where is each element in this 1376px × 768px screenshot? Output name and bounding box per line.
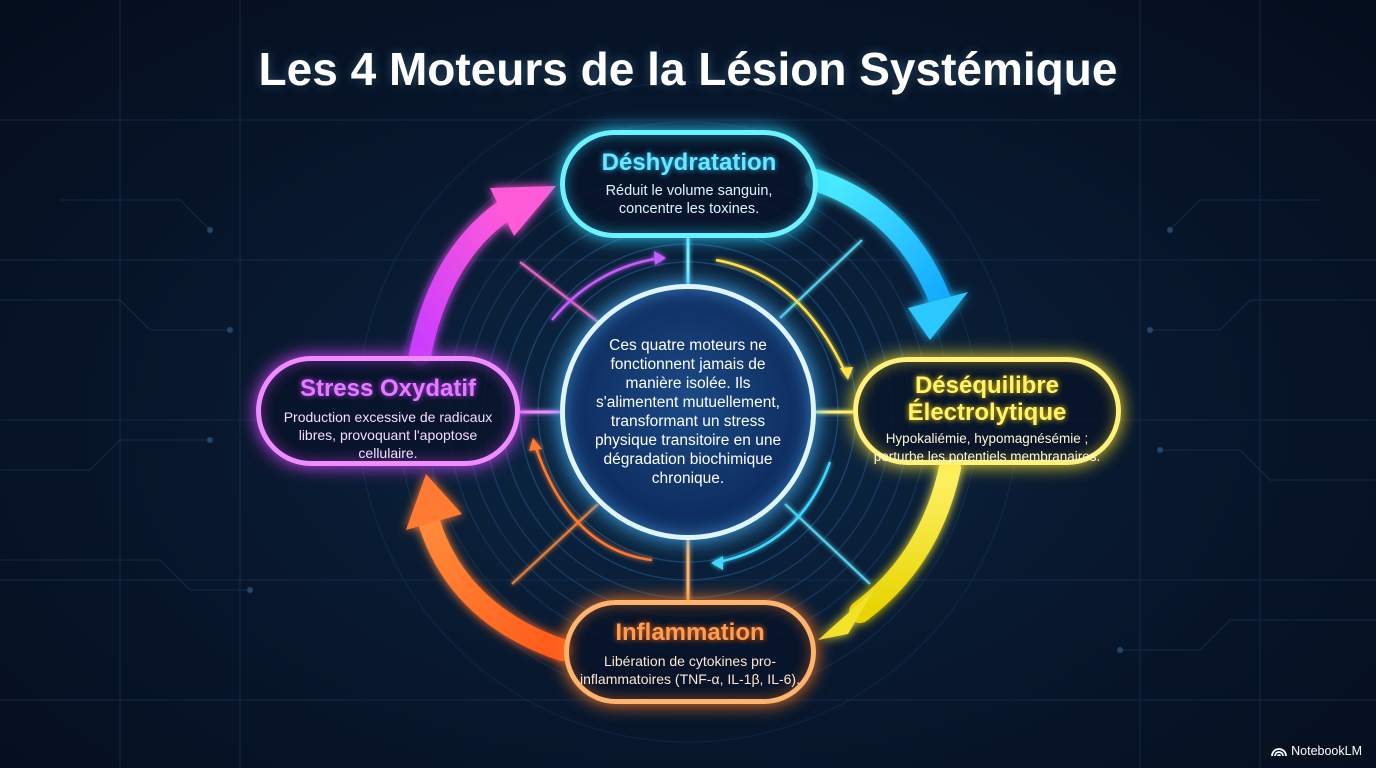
branding: NotebookLM <box>1271 744 1362 758</box>
inner-cycle-arrows <box>529 251 853 570</box>
node-dehydratation-description: Réduit le volume sanguin, concentre les … <box>605 183 773 217</box>
node-stress-oxydatif-title: Stress Oxydatif <box>299 375 477 402</box>
arrow-dehydratation-to-desequilibre <box>805 169 951 311</box>
center-hub: Ces quatre moteurs ne fonctionnent jamai… <box>560 284 816 540</box>
node-inflammation: Inflammation Libération de cytokines pro… <box>564 600 816 704</box>
arrow-desequilibre-to-inflammation <box>849 457 961 623</box>
node-desequilibre-description: Hypokaliémie, hypomagnésémie ; perturbe … <box>873 431 1101 464</box>
node-desequilibre-electrolytique: Déséquilibre Électrolytique Hypokaliémie… <box>853 357 1121 465</box>
node-desequilibre-title-line2: Électrolytique <box>907 399 1067 426</box>
node-dehydratation-title: Déshydratation <box>601 149 777 176</box>
page-title: Les 4 Moteurs de la Lésion Systémique <box>258 43 1118 95</box>
node-dehydratation: Déshydratation Réduit le volume sanguin,… <box>560 130 818 238</box>
node-desequilibre-title-line1: Déséquilibre <box>914 372 1060 399</box>
notebooklm-logo-icon <box>1271 748 1288 757</box>
inner-arrow-right <box>715 258 847 373</box>
node-inflammation-title: Inflammation <box>615 619 765 646</box>
circuit-nodes <box>207 227 1173 653</box>
spokes <box>520 238 853 600</box>
inner-arrow-top <box>551 256 661 321</box>
outer-cycle-arrows <box>406 169 968 661</box>
inner-arrow-left <box>533 444 653 562</box>
arrow-inflammation-to-stress <box>419 514 573 661</box>
branding-label: NotebookLM <box>1291 744 1362 758</box>
inner-arrow-bottom <box>717 461 832 564</box>
arrow-stress-to-dehydratation <box>409 199 516 366</box>
node-inflammation-description: Libération de cytokines pro-inflammatoir… <box>580 653 800 687</box>
node-stress-oxydatif-description: Production excessive de radicaux libres,… <box>283 409 493 461</box>
center-hub-text: Ces quatre moteurs ne fonctionnent jamai… <box>594 337 782 487</box>
node-stress-oxydatif: Stress Oxydatif Production excessive de … <box>256 356 520 466</box>
